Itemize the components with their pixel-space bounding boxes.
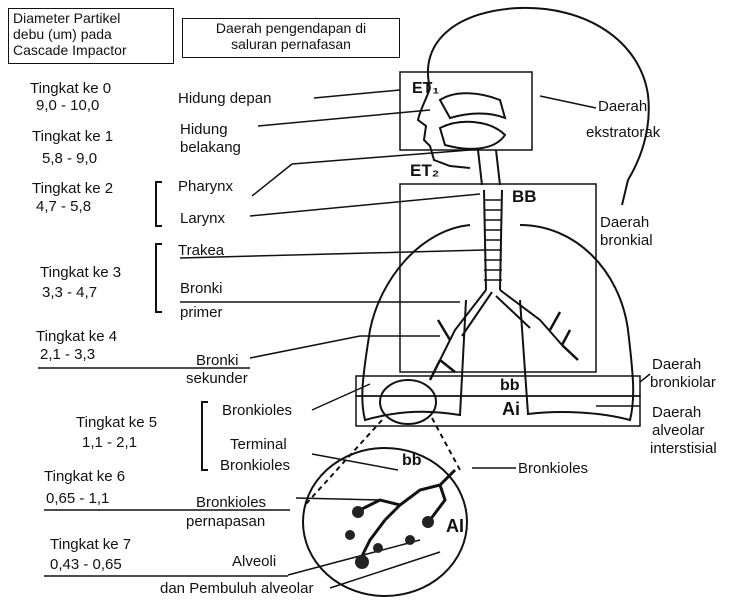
leader-bronkioles [312,384,370,410]
small-zoom-circle [380,380,436,424]
nasal-cavity [440,93,505,118]
code-ai-inset: AI [446,518,464,535]
code-et2: ET₂ [410,162,439,179]
region-bronkial-2: bronkial [600,232,653,249]
header-line-1: Diameter Partikel [13,10,169,26]
region-bronkiolar-2: bronkiolar [650,374,716,391]
stage-0-label: Tingkat ke 0 [30,80,111,97]
label-terminal-2: Bronkioles [220,457,290,474]
leader-pembuluh [330,552,440,588]
label-inset-bronkioles: Bronkioles [518,460,588,477]
label-bronki-primer-2: primer [180,304,223,321]
region-box-bb [400,184,596,372]
code-bb-upper: BB [512,188,537,205]
label-bronkioles-resp-2: pernapasan [186,513,265,530]
stage-1-label: Tingkat ke 1 [32,128,113,145]
leader-bronki-sekunder [250,336,360,358]
region-bronkial-1: Daerah [600,214,649,231]
region-alveolar-1: Daerah [652,404,701,421]
label-hidung-belakang-1: Hidung [180,121,228,138]
code-et1: ET₁ [412,80,439,97]
label-trakea: Trakea [178,242,224,259]
label-terminal-1: Terminal [230,436,287,453]
stage-7-label: Tingkat ke 7 [50,536,131,553]
region-bronkiolar-1: Daerah [652,356,701,373]
stage-3-label: Tingkat ke 3 [40,264,121,281]
label-alveoli: Alveoli [232,553,276,570]
leader-daerah-bronkiolar [640,374,650,382]
lung-bronchioles [430,312,578,380]
label-pembuluh: dan Pembuluh alveolar [160,580,313,597]
stage-6-range: 0,65 - 1,1 [46,490,109,507]
label-bronkioles-resp-1: Bronkioles [196,494,266,511]
label-hidung-depan: Hidung depan [178,90,271,107]
stage-5-label: Tingkat ke 5 [76,414,157,431]
leader-ekstratorak [540,96,596,108]
header-line-3: Cascade Impactor [13,42,169,58]
label-bronkioles: Bronkioles [222,402,292,419]
label-pharynx: Pharynx [178,178,233,195]
stage-1-range: 5,8 - 9,0 [42,150,97,167]
right-bronchus [496,290,562,345]
stage-7-range: 0,43 - 0,65 [50,556,122,573]
bracket-stage-5 [202,402,208,470]
stage-3-range: 3,3 - 4,7 [42,284,97,301]
leader-larynx [250,194,480,216]
region-ekstratorak-2: ekstratorak [586,124,660,141]
header-right-line-2: saluran pernafasan [187,36,395,52]
zoom-line-left [305,420,382,505]
right-lung [520,225,633,420]
stage-2-label: Tingkat ke 2 [32,180,113,197]
label-larynx: Larynx [180,210,225,227]
label-hidung-belakang-2: belakang [180,139,241,156]
leader-pharynx-2 [292,150,470,164]
stage-5-range: 1,1 - 2,1 [82,434,137,451]
region-alveolar-2: alveolar [652,422,705,439]
face-profile [418,88,470,168]
region-box-ai [356,396,640,426]
stage-0-range: 9,0 - 10,0 [36,97,99,114]
header-line-2: debu (um) pada [13,26,169,42]
particle-diameter-header: Diameter Partikel debu (um) pada Cascade… [8,8,174,64]
leader-terminal [312,454,398,470]
label-bronki-primer-1: Bronki [180,280,223,297]
stage-4-label: Tingkat ke 4 [36,328,117,345]
oral-cavity [440,122,505,149]
region-ekstratorak-1: Daerah [598,98,647,115]
bracket-stage-3 [156,244,162,312]
label-bronki-sekunder-2: sekunder [186,370,248,387]
leader-pharynx [252,164,292,196]
bracket-stage-2 [156,182,162,226]
stage-2-range: 4,7 - 5,8 [36,198,91,215]
code-bb-inset: bb [402,452,422,469]
code-ai-upper: Ai [502,401,520,418]
leader-hidung-depan [314,90,400,98]
stage-6-label: Tingkat ke 6 [44,468,125,485]
leader-hidung-belakang [258,110,430,126]
throat [478,150,500,185]
header-right-line-1: Daerah pengendapan di [187,20,395,36]
left-lung [362,225,470,420]
label-bronki-sekunder-1: Bronki [196,352,239,369]
stage-4-range: 2,1 - 3,3 [40,346,95,363]
leader-trakea [180,250,484,258]
region-alveolar-3: interstisial [650,440,717,457]
deposition-region-header: Daerah pengendapan di saluran pernafasan [182,18,400,58]
code-bb-lower: bb [500,377,520,394]
region-box-bb-lower [356,376,640,396]
trachea-rings [484,200,502,280]
